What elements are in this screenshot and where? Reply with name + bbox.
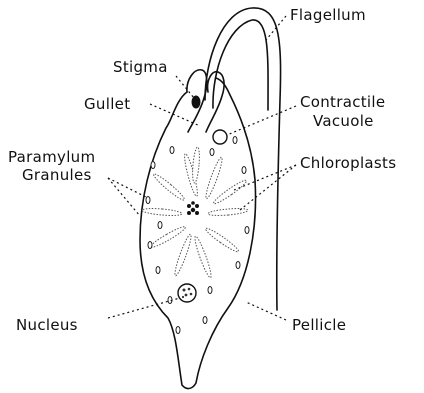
label-stigma: Stigma [113,58,168,76]
leader-paramylum-2 [108,178,140,216]
leader-paramylum-1 [108,178,148,198]
label-granules: Granules [22,166,92,184]
leader-pellicle [246,302,286,320]
pyrenoid-cluster [187,201,199,215]
leader-flagellum [266,16,286,40]
label-vacuole: Vacuole [313,112,374,130]
label-flagellum: Flagellum [290,6,366,24]
label-chloroplasts: Chloroplasts [300,154,396,172]
flagellum-outline [205,8,281,310]
leader-chloroplasts-2 [240,165,296,210]
nucleus [178,284,196,302]
label-pellicle: Pellicle [292,316,346,334]
chloroplasts [142,147,248,279]
label-gullet: Gullet [84,95,130,113]
contractile-vacuole [213,130,227,144]
cell-body [140,78,256,389]
label-contractile: Contractile [300,93,385,111]
label-nucleus: Nucleus [16,316,78,334]
label-paramylum: Paramylum [8,148,95,166]
stigma-spot [192,96,201,109]
leader-gullet [150,104,200,126]
